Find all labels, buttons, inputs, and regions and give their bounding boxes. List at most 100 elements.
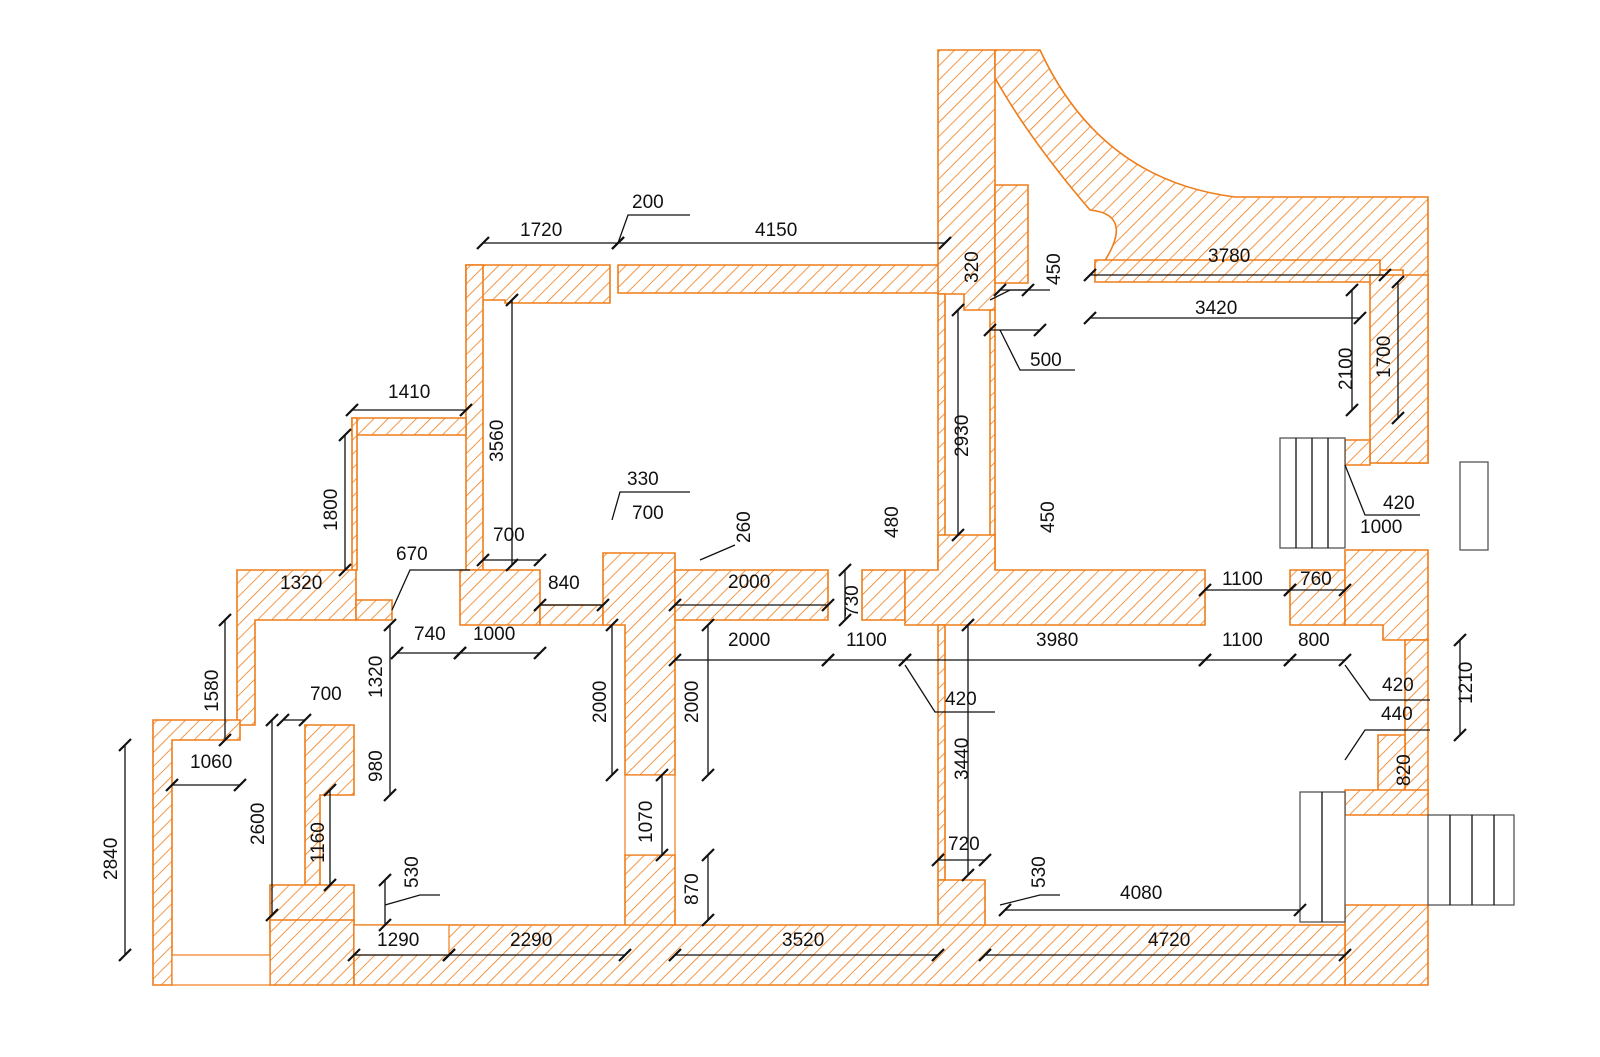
wall-central-vertical xyxy=(937,293,946,576)
dimension-tick xyxy=(655,768,669,782)
dim-200: 200 xyxy=(632,192,664,213)
dimension-tick xyxy=(1453,728,1467,742)
dimension-tick xyxy=(961,868,975,882)
stair-upper-right xyxy=(1459,461,1489,551)
dimension-tick xyxy=(165,778,179,792)
dimension-tick xyxy=(323,878,337,892)
dim-420-mid: 420 xyxy=(945,689,977,710)
leader-line xyxy=(617,214,690,244)
dimension-tick xyxy=(951,528,965,542)
wall-left-outer-top xyxy=(152,719,241,986)
dimension-tick xyxy=(1033,323,1047,337)
wall-main-band-d xyxy=(674,569,829,621)
opening-bottom-1290 xyxy=(353,924,450,956)
dimension-tick xyxy=(1083,268,1097,282)
dimension-tick xyxy=(1378,268,1392,282)
dimension-tick xyxy=(1083,311,1097,325)
dim-2000-top: 2000 xyxy=(728,572,770,593)
dimension-tick xyxy=(978,948,992,962)
dimension-tick xyxy=(476,236,490,250)
dimension-tick xyxy=(1338,948,1352,962)
dim-2100: 2100 xyxy=(1336,348,1357,390)
wall-right-upper xyxy=(1369,274,1429,464)
dimension-tick xyxy=(453,646,467,660)
dimension-tick xyxy=(338,428,352,442)
dim-500: 500 xyxy=(1030,350,1062,371)
dimension-tick xyxy=(338,563,352,577)
dimension-tick xyxy=(701,848,715,862)
stairs xyxy=(1279,437,1515,923)
dimension-tick xyxy=(265,713,279,727)
wall-upper-left xyxy=(465,264,484,571)
dimension-tick xyxy=(533,553,547,567)
dim-480: 480 xyxy=(882,506,903,538)
dimension-tick xyxy=(998,903,1012,917)
dimension-tick xyxy=(1198,583,1212,597)
wall-right-bottom xyxy=(1344,904,1429,986)
dimension-tick xyxy=(1345,403,1359,417)
dimension-tick xyxy=(931,948,945,962)
dimension-tick xyxy=(442,948,456,962)
dim-980: 980 xyxy=(366,750,387,782)
dimension-tick xyxy=(1283,583,1297,597)
dim-3560: 3560 xyxy=(487,420,508,462)
dim-4080: 4080 xyxy=(1120,883,1162,904)
dim-4720: 4720 xyxy=(1148,930,1190,951)
dim-1580: 1580 xyxy=(202,670,223,712)
dim-800: 800 xyxy=(1298,630,1330,651)
wall-right-block xyxy=(1344,549,1429,641)
wall-right-stub xyxy=(1344,439,1371,466)
wall-lower-column-2 xyxy=(937,624,946,881)
dim-2930: 2930 xyxy=(952,415,973,457)
dimension-tick xyxy=(505,293,519,307)
dimension-tick xyxy=(533,646,547,660)
dim-1160: 1160 xyxy=(308,822,329,863)
dim-670: 670 xyxy=(396,544,428,565)
dimension-tick xyxy=(655,848,669,862)
dim-870: 870 xyxy=(682,873,703,905)
dimension-tick xyxy=(323,783,337,797)
dim-1290: 1290 xyxy=(377,930,419,951)
dimension-tick xyxy=(378,873,392,887)
wall-right-low xyxy=(1344,789,1429,816)
dimension-tick xyxy=(596,598,610,612)
dim-420-rr: 420 xyxy=(1382,675,1414,696)
dim-1210: 1210 xyxy=(1456,662,1477,704)
dimension-tick xyxy=(298,713,312,727)
dim-450-mid: 450 xyxy=(1038,501,1059,533)
wall-central-stub xyxy=(994,184,1029,284)
wall-small-room-left xyxy=(351,417,358,571)
dim-1320-h: 1320 xyxy=(280,573,322,594)
wall-left-floor xyxy=(269,919,355,986)
dim-1320-v: 1320 xyxy=(366,656,387,698)
dim-530-right: 530 xyxy=(1029,856,1050,888)
wall-main-band-b xyxy=(459,569,541,626)
dim-1060: 1060 xyxy=(190,752,232,773)
dim-1000-right: 1000 xyxy=(1360,517,1402,538)
dimension-tick xyxy=(218,733,232,747)
dim-1800: 1800 xyxy=(321,489,342,531)
dimension-tick xyxy=(383,788,397,802)
dim-730: 730 xyxy=(842,585,863,617)
dimension-tick xyxy=(459,403,473,417)
leader-line xyxy=(999,329,1075,371)
dim-260: 260 xyxy=(734,511,755,543)
dimension-tick xyxy=(347,948,361,962)
opening-1070 xyxy=(624,774,676,856)
dim-1720: 1720 xyxy=(520,220,562,241)
leader-line xyxy=(611,491,690,521)
dimension-tick xyxy=(605,768,619,782)
dim-2000-v1: 2000 xyxy=(590,681,611,723)
dimension-tick xyxy=(961,618,975,632)
dim-2000-a: 2000 xyxy=(728,630,770,651)
wall-small-room-top xyxy=(351,417,467,436)
dim-3440: 3440 xyxy=(952,738,973,780)
dim-420-right: 420 xyxy=(1383,493,1415,514)
dimension-tick xyxy=(701,618,715,632)
dimension-tick xyxy=(951,303,965,317)
dimension-tick xyxy=(821,653,835,667)
leader-line xyxy=(699,544,736,561)
dim-3980: 3980 xyxy=(1036,630,1078,651)
leader-line xyxy=(384,894,440,906)
